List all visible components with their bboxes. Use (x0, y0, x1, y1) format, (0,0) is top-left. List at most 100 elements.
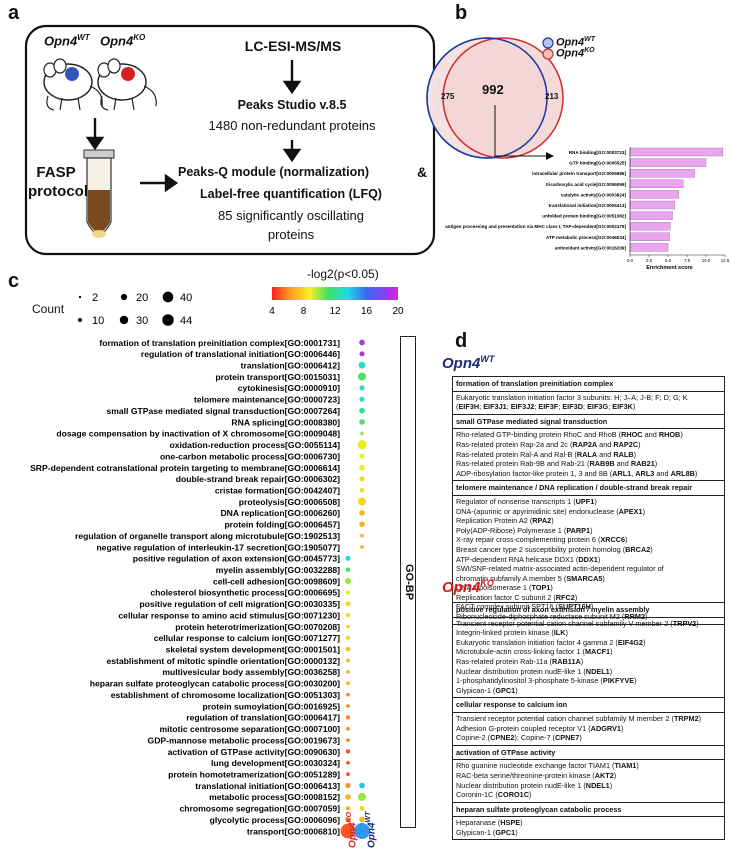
dot-15-Opn4WT (359, 510, 365, 516)
go-term-label-20: myelin assembly[GO:0032288] (216, 565, 340, 575)
go-term-label-24: cellular response to amino acid stimulus… (118, 610, 340, 620)
protein-line: Eukaryotic translation initiation factor… (456, 637, 646, 647)
color-tick-4: 20 (392, 306, 404, 317)
table-section-body: Eukaryotic translation initiation factor… (452, 390, 725, 415)
dot-18-Opn4WT (360, 545, 364, 549)
go-term-label-12: double-strand break repair[GO:0006302] (176, 474, 340, 484)
size-legend-dot-1 (120, 293, 128, 301)
bar-x-title: Enrichment score (646, 265, 692, 271)
oscillating-label-1: 85 significantly oscillating (218, 208, 364, 223)
panel-label-b: b (455, 2, 468, 24)
dot-28-Opn4KO (346, 658, 350, 663)
panel-label-a: a (8, 2, 20, 24)
color-tick-3: 16 (361, 306, 373, 317)
go-term-label-38: protein homotetramerization[GO:0051289] (168, 769, 340, 779)
dot-5-Opn4WT (359, 396, 365, 402)
dot-12-Opn4WT (359, 476, 365, 482)
go-term-label-17: regulation of organelle transport along … (75, 531, 340, 541)
protein-line: Rho guanine nucleotide exchange factor T… (456, 761, 639, 771)
protein-line: Nuclear distribution protein nudE-like 1… (456, 666, 613, 676)
color-tick-1: 8 (301, 306, 307, 317)
go-term-label-43: transport[GO:0006810] (247, 826, 340, 836)
protein-line: chromatin subfamily A member 5 (SMARCA5) (456, 573, 605, 583)
dot-36-Opn4KO (345, 749, 351, 754)
peaks-q-label: Peaks-Q module (normalization) (178, 165, 370, 179)
wt-genotype-label: Opn4WT (44, 33, 90, 49)
table-section-header: heparan sulfate proteoglycan catabolic p… (452, 801, 725, 818)
go-term-label-40: metabolic process[GO:0008152] (209, 792, 340, 802)
bar-label-3: tricarboxylic acid cycle[GO:0006099] (546, 182, 627, 187)
table-section-header: cellular response to calcium ion (452, 697, 725, 713)
dot-7-Opn4WT (359, 419, 365, 425)
protein-line: Regulator of nonsense transcripts 1 (UPF… (456, 496, 597, 506)
lfq-label: Label-free quantification (LFQ) (200, 187, 382, 201)
go-term-label-11: SRP-dependent cotranslational protein ta… (30, 463, 340, 473)
go-term-label-33: regulation of translation[GO:0006417] (186, 713, 340, 723)
bar-label-2: intracellular protein transport[GO:00068… (532, 171, 626, 176)
dot-39-Opn4WT (359, 782, 365, 789)
wt-protein-table: formation of translation preinitiation c… (452, 376, 725, 625)
dot-19-Opn4KO (345, 555, 351, 561)
dot-40-Opn4WT (357, 792, 367, 801)
size-legend-value-3: 10 (92, 315, 104, 327)
table-section-body: Transient receptor potential cation chan… (452, 711, 725, 746)
color-scale-title: -log2(p<0.05) (307, 267, 379, 281)
go-term-label-7: RNA splicing[GO:0008380] (231, 417, 340, 427)
tube-icon (83, 149, 115, 238)
dot-14-Opn4WT (357, 497, 367, 506)
go-term-label-18: negative regulation of interleukin-17 se… (96, 542, 340, 552)
go-term-label-34: mitotic centrosome separation[GO:0007100… (159, 724, 340, 734)
go-term-label-27: skeletal system development[GO:0001501] (166, 645, 340, 655)
protein-line: Replication factor C subunit 2 (RFC2) (456, 592, 578, 602)
size-legend-value-0: 2 (92, 292, 98, 304)
protein-line: 1-phosphatidylinositol 3-phosphate 5-kin… (456, 676, 637, 686)
dot-39-Opn4KO (345, 783, 351, 789)
bar-xtick-label-1: 2.5 (646, 258, 653, 263)
protein-line: Heparanase (HSPE) (456, 818, 523, 828)
dot-8-Opn4WT (360, 431, 364, 436)
protein-line: Adhesion G-protein coupled receptor V1 (… (456, 723, 624, 733)
ko-genotype-label: Opn4KO (100, 33, 146, 49)
go-term-label-36: activation of GTPase activity[GO:0090630… (168, 747, 341, 757)
protein-line: Transient receptor potential cation chan… (456, 713, 702, 723)
dot-16-Opn4WT (359, 521, 365, 528)
protein-line: Eukaryotic translation initiation factor… (456, 392, 688, 402)
table-section-header: formation of translation preinitiation c… (452, 376, 725, 392)
go-term-label-29: multivesicular body assembly[GO:0036258] (162, 667, 340, 677)
protein-line: Ras-related protein Rab-9B and Rab-21 (R… (456, 459, 658, 469)
peaks-studio-label: Peaks Studio v.8.5 (237, 98, 347, 112)
go-term-label-19: positive regulation of axon extension[GO… (133, 554, 340, 564)
go-term-label-3: protein transport[GO:0015031] (215, 372, 340, 382)
protein-line: SWI/SNF-related matrix-associated actin-… (456, 564, 664, 574)
dot-27-Opn4KO (345, 647, 351, 652)
bar-label-4: catalytic activity[GO:0003824] (561, 192, 627, 197)
dot-41-Opn4KO (345, 806, 351, 811)
go-term-label-16: protein folding[GO:0006457] (224, 520, 340, 530)
go-term-label-0: formation of translation preinitiation c… (99, 338, 340, 348)
color-scale-bar (272, 287, 398, 300)
dot-31-Opn4KO (346, 692, 350, 697)
protein-line: (EIF3H; EIF3J1; EIF3J2; EIF3F; EIF3D; EI… (456, 402, 636, 412)
go-term-label-26: cellular response to calcium ion[GO:0071… (154, 633, 340, 643)
bar-4 (629, 190, 679, 199)
protein-line: Integrin-linked protein kinase (ILK) (456, 628, 568, 638)
bar-label-8: ATP metabolic process[GO:0046034] (546, 235, 626, 240)
go-term-label-15: DNA replication[GO:0006260] (220, 508, 340, 518)
protein-line: Ras-related protein Ral-A and Ral-B (RAL… (456, 449, 637, 459)
bar-label-6: unfolded protein binding[GO:0051082] (542, 214, 626, 219)
wt-table-title: Opn4WT (442, 354, 495, 372)
bar-1 (629, 158, 707, 167)
go-term-label-28: establishment of mitotic spindle orienta… (106, 656, 340, 666)
dot-40-Opn4KO (345, 794, 351, 800)
go-term-label-1: regulation of translational initiation[G… (141, 349, 340, 359)
go-term-label-2: translation[GO:0006412] (241, 361, 340, 371)
bar-xtick-label-3: 7.5 (684, 258, 691, 263)
bar-xtick-label-5: 12.5 (721, 258, 730, 263)
protein-line: Ras-related protein Rap-2a and 2c (RAP2A… (456, 439, 641, 449)
go-term-label-25: protein heterotrimerization[GO:0070208] (175, 622, 340, 632)
bar-2 (629, 168, 695, 178)
dot-21-Opn4KO (344, 577, 352, 585)
go-term-label-31: establishment of chromosome localization… (111, 690, 340, 700)
